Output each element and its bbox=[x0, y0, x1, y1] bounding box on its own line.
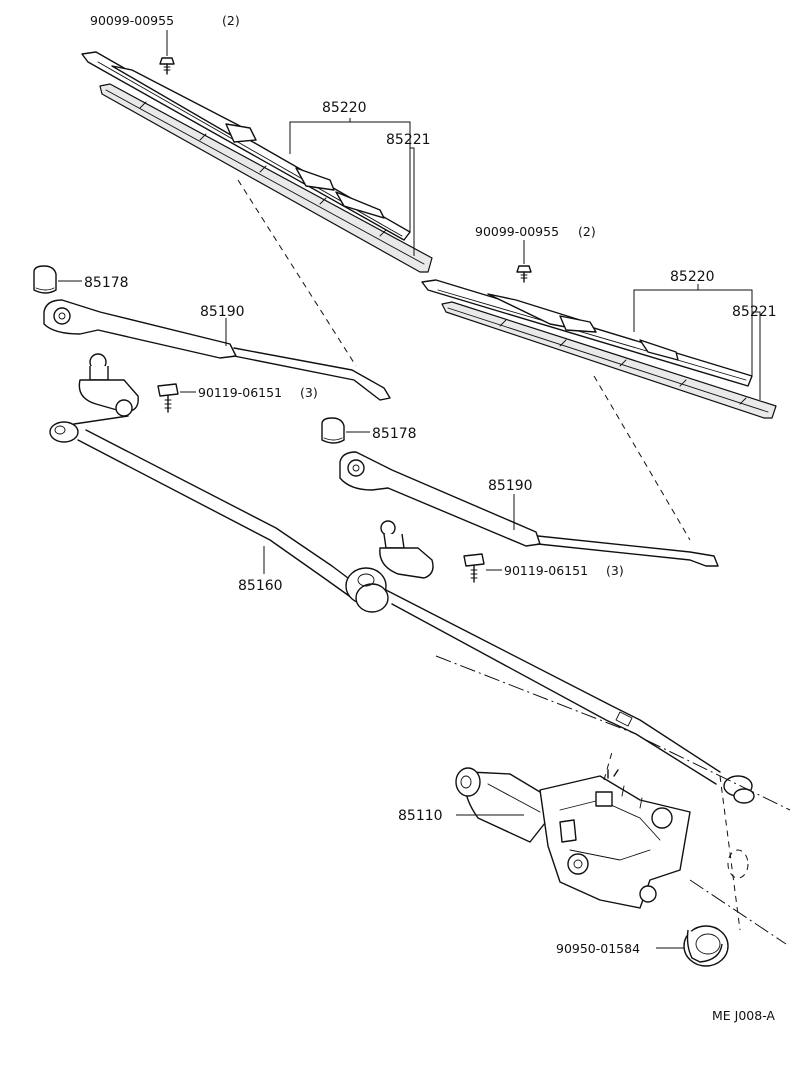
alignment-lines bbox=[237, 179, 791, 945]
wiper-arm-right[interactable] bbox=[339, 451, 719, 567]
callout-bolt-left: 90119-06151 (3) bbox=[198, 385, 318, 400]
callout-screw-upper: 90099-00955 (2) bbox=[90, 13, 240, 28]
leader-lines bbox=[58, 30, 761, 949]
label-bolt-left-qty: (3) bbox=[300, 385, 318, 400]
screw-icon-upper[interactable] bbox=[159, 57, 175, 75]
pivot-left[interactable] bbox=[78, 353, 139, 417]
label-bolt-left: 90119-06151 bbox=[198, 385, 282, 400]
label-link: 85160 bbox=[238, 578, 283, 594]
label-arm-left: 85190 bbox=[200, 304, 245, 320]
wiper-blade-right[interactable] bbox=[421, 279, 777, 419]
label-arm-right: 85190 bbox=[488, 478, 533, 494]
callout-screw-right: 90099-00955 (2) bbox=[475, 224, 596, 239]
label-motor: 85110 bbox=[398, 808, 443, 824]
label-screw-upper: 90099-00955 bbox=[90, 13, 174, 28]
bolt-icon-right[interactable] bbox=[463, 553, 485, 583]
pivot-right[interactable] bbox=[379, 520, 434, 579]
cap-icon-left[interactable] bbox=[33, 265, 57, 294]
label-screw-right-qty: (2) bbox=[578, 224, 596, 239]
grommet-icon[interactable] bbox=[683, 925, 729, 967]
label-screw-upper-qty: (2) bbox=[222, 13, 240, 28]
label-blade-left-assy: 85220 bbox=[322, 100, 367, 116]
label-grommet: 90950-01584 bbox=[556, 941, 640, 956]
callout-bolt-right: 90119-06151 (3) bbox=[504, 563, 624, 578]
label-bolt-right: 90119-06151 bbox=[504, 563, 588, 578]
screw-icon-right[interactable] bbox=[516, 265, 532, 283]
label-blade-right-assy: 85220 bbox=[670, 269, 715, 285]
label-cap-left: 85178 bbox=[84, 275, 129, 291]
wiper-arm-left[interactable] bbox=[43, 299, 391, 401]
cap-icon-right[interactable] bbox=[321, 417, 345, 444]
wiper-motor[interactable] bbox=[455, 767, 691, 909]
label-cap-right: 85178 bbox=[372, 426, 417, 442]
label-bolt-right-qty: (3) bbox=[606, 563, 624, 578]
label-blade-left-insert: 85221 bbox=[386, 132, 431, 148]
wiper-link-assembly[interactable] bbox=[49, 415, 755, 804]
bolt-icon-left[interactable] bbox=[157, 383, 179, 413]
label-blade-right-insert: 85221 bbox=[732, 304, 777, 320]
wiper-blade-left[interactable] bbox=[81, 51, 433, 273]
label-screw-right: 90099-00955 bbox=[475, 224, 559, 239]
diagram-code: ME J008-A bbox=[712, 1008, 775, 1023]
